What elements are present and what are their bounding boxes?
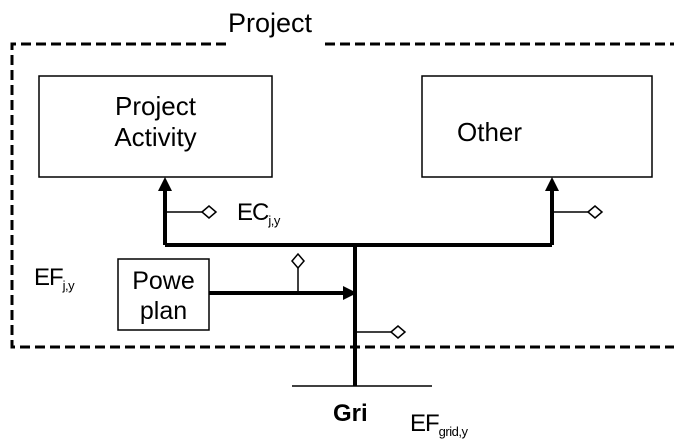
project-boundary xyxy=(10,42,674,349)
meter-ec xyxy=(165,205,218,219)
project-activity-line1: Project xyxy=(115,91,196,121)
other-label: Other xyxy=(457,117,523,147)
ec-label: ECj,y xyxy=(237,199,280,228)
project-activity-line2: Activity xyxy=(114,122,197,152)
project-activity-box xyxy=(38,75,273,178)
ec-subscript: j,y xyxy=(268,213,280,228)
power-plant-line1: Powe xyxy=(132,267,195,295)
ef-grid-subscript: grid,y xyxy=(438,424,468,439)
ef-grid-base: EF xyxy=(410,410,440,437)
ec-base: EC xyxy=(237,199,269,226)
power-plant-line2: plan xyxy=(139,297,188,325)
ef-grid-label: EFgrid,y xyxy=(410,410,468,439)
ef-plant-base: EF xyxy=(34,264,64,291)
arrow-to-project-activity xyxy=(158,177,172,191)
meter-grid xyxy=(355,325,407,339)
ef-plant-label: EFj,y xyxy=(34,264,75,293)
project-label: Project xyxy=(228,8,313,38)
power-plant-label: Powe plan xyxy=(118,266,209,326)
other-box xyxy=(421,75,653,178)
meter-plant xyxy=(291,252,305,293)
arrow-to-grid xyxy=(343,286,357,300)
project-activity-label: Project Activity xyxy=(39,91,272,153)
meter-other xyxy=(552,205,604,219)
grid-label: Gri xyxy=(333,400,368,427)
arrow-to-other xyxy=(545,177,559,191)
ef-plant-subscript: j,y xyxy=(62,278,75,293)
